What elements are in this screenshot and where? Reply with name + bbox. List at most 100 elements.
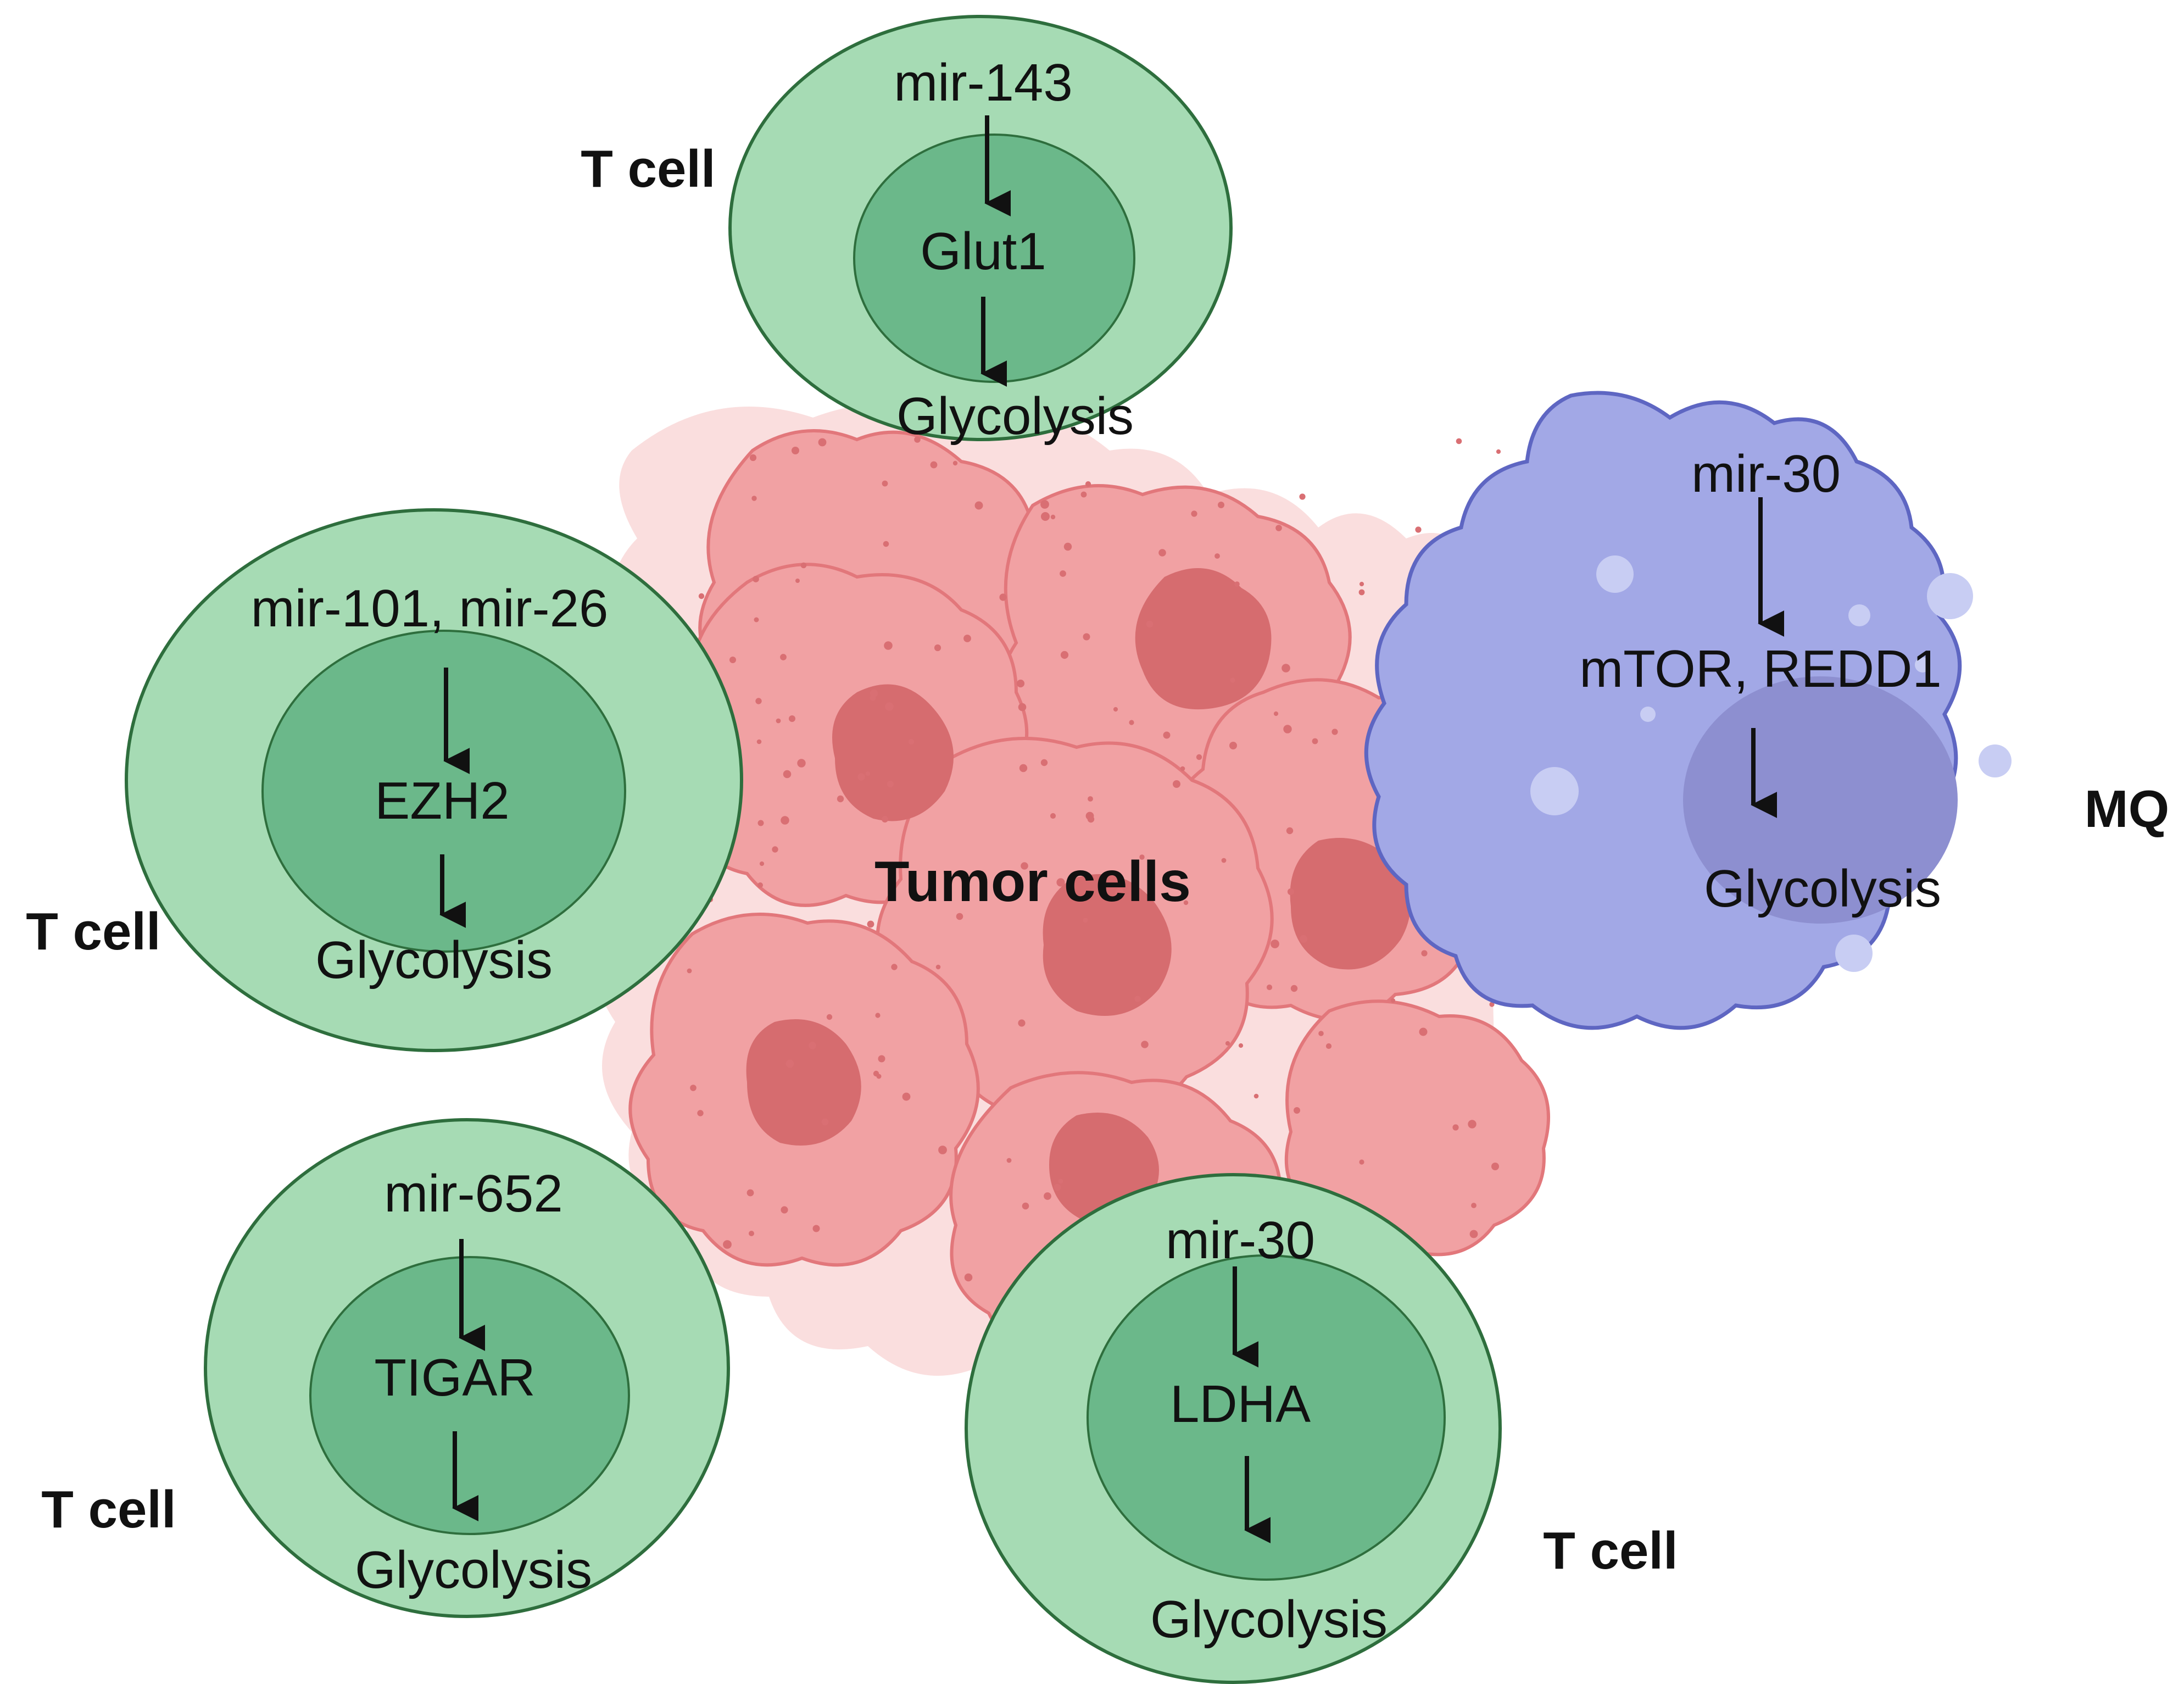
tumor-speckle — [690, 1085, 697, 1091]
tumor-speckle — [1018, 703, 1027, 712]
tumor-speckle — [875, 1013, 881, 1018]
tumor-speckle — [1018, 1019, 1026, 1027]
tumor-speckle — [1054, 1183, 1061, 1191]
tumor-speckle — [800, 562, 807, 569]
tumor-speckle — [1221, 858, 1227, 863]
tumor-speckle — [952, 460, 958, 466]
tumor-speckle — [1299, 935, 1308, 943]
tumor-speckle — [878, 1055, 885, 1063]
tumor-speckle — [1113, 707, 1118, 712]
arrows — [439, 115, 1785, 1543]
tumor-speckle — [687, 968, 692, 974]
tumor-speckle — [698, 593, 705, 599]
tumor-speckle — [1056, 878, 1065, 887]
tumor-speckle — [914, 436, 921, 443]
tumor-speckle — [1468, 1120, 1477, 1129]
macrophage-vesicles — [1530, 555, 2012, 972]
tcell-bottom-right — [965, 1173, 1502, 1684]
tumor-speckle — [1060, 570, 1066, 577]
tumor-speckle — [772, 846, 778, 853]
cell-type-label: T cell — [41, 1480, 176, 1539]
tumor-speckle — [1196, 754, 1202, 760]
tumor-speckle — [1060, 651, 1069, 659]
target-label: Glut1 — [920, 222, 1046, 281]
tumor-speckle — [999, 593, 1007, 601]
tumor-speckle — [938, 1146, 947, 1154]
tumor-speckle — [873, 1070, 879, 1077]
vesicle — [1596, 555, 1634, 593]
tumor-nucleus — [1290, 838, 1411, 970]
tumor-speckle — [1419, 1027, 1428, 1036]
tumor-speckle — [755, 698, 762, 704]
tumor-speckle — [1218, 502, 1224, 508]
tumor-speckle — [1041, 512, 1050, 521]
tumor-speckle — [756, 739, 762, 744]
vesicle — [1835, 935, 1873, 972]
outcome-label: Glycolysis — [355, 1541, 592, 1599]
tumor-speckle — [723, 1240, 732, 1249]
tumor-speckle — [792, 447, 799, 454]
tumor-speckle — [1358, 589, 1365, 596]
tumor-label: Tumor cells — [874, 850, 1191, 914]
tumor-speckle — [1191, 510, 1197, 517]
tumor-speckle — [1016, 679, 1025, 688]
tumor-speckle — [1271, 940, 1279, 948]
tumor-speckle — [785, 1059, 794, 1068]
vesicle — [1848, 604, 1870, 626]
macrophage-cell — [1364, 391, 2012, 1030]
tumor-speckle — [1044, 1192, 1051, 1200]
tumor-speckle — [1141, 1041, 1149, 1048]
tumor-speckle — [1491, 1163, 1499, 1170]
tumor-speckle — [891, 964, 898, 970]
tumor-speckle — [1163, 731, 1171, 739]
tumor-nuclei — [746, 568, 1411, 1223]
tumor-speckle — [1299, 493, 1306, 500]
tumor-speckle — [887, 781, 894, 787]
tumor-speckle — [783, 770, 792, 779]
cell-type-label: MQ — [2085, 780, 2170, 838]
outcome-label: Glycolysis — [1704, 859, 1941, 918]
tumor-speckle — [757, 820, 764, 826]
regulator-label: mir-101, mir-26 — [251, 579, 609, 638]
vesicle — [1530, 767, 1579, 815]
tumor-speckle — [781, 816, 789, 825]
regulator-label: mir-652 — [384, 1164, 562, 1223]
tumor-speckle — [1139, 854, 1145, 860]
tumor-speckle — [1006, 1158, 1012, 1163]
tumor-speckle — [902, 1092, 911, 1101]
tumor-speckle — [1058, 1179, 1063, 1184]
tumor-speckle — [1234, 581, 1240, 587]
target-label: mTOR, REDD1 — [1579, 640, 1942, 698]
tumor-nucleus — [1043, 874, 1172, 1016]
tumor-speckle — [729, 657, 736, 663]
tcell-left — [125, 508, 743, 1052]
tumor-speckle — [1496, 449, 1501, 454]
tumor-speckle — [1318, 1031, 1324, 1036]
tumor-speckle — [757, 882, 763, 888]
cell-type-label: T cell — [581, 140, 715, 198]
vesicle — [1927, 573, 1973, 619]
tumor-speckle — [884, 641, 893, 650]
tumor-speckle — [1325, 1043, 1332, 1049]
tumor-speckle — [1080, 491, 1087, 498]
tumor-speckle — [1087, 815, 1095, 823]
tumor-speckle — [1085, 481, 1091, 487]
tumor-cell — [1284, 999, 1550, 1257]
tumor-speckle — [1063, 542, 1072, 551]
tumor-speckle — [964, 1273, 973, 1282]
tumor-nucleus — [832, 684, 954, 821]
tumor-speckle — [1331, 729, 1338, 735]
tumor-speckle — [1359, 581, 1364, 587]
tumor-speckle — [1040, 500, 1049, 509]
outcome-label: Glycolysis — [1150, 1590, 1388, 1649]
tumor-speckle — [882, 816, 888, 822]
tcell-nucleus — [309, 1256, 630, 1535]
tumor-speckle — [809, 1042, 816, 1049]
tumor-speckle — [934, 644, 941, 652]
tumor-speckle — [956, 913, 963, 920]
tumor-speckle — [1173, 780, 1180, 788]
tumor-speckle — [821, 1118, 829, 1126]
tumor-speckle — [1214, 553, 1220, 559]
tumor-speckle — [754, 617, 759, 623]
